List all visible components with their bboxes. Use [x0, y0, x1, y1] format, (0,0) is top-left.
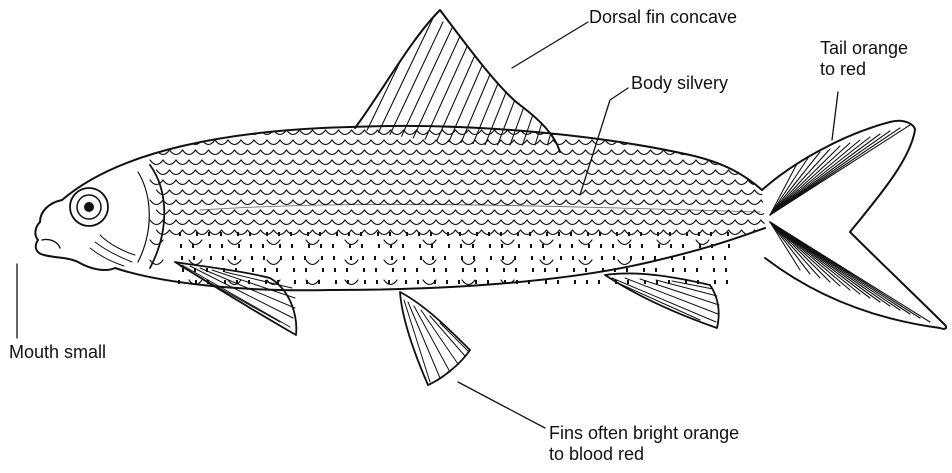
label-body: Body silvery	[631, 73, 728, 94]
leader-dorsal	[512, 22, 588, 68]
tail-fin	[762, 121, 946, 329]
label-mouth: Mouth small	[9, 342, 106, 363]
anal-fin	[605, 273, 719, 328]
leader-tail	[832, 92, 838, 140]
label-dorsal-fin: Dorsal fin concave	[589, 7, 737, 28]
leader-fins	[458, 382, 545, 428]
pectoral-fin	[175, 262, 296, 335]
fish-body	[62, 120, 781, 290]
fish-head	[35, 165, 164, 270]
pelvic-fin	[400, 292, 470, 385]
